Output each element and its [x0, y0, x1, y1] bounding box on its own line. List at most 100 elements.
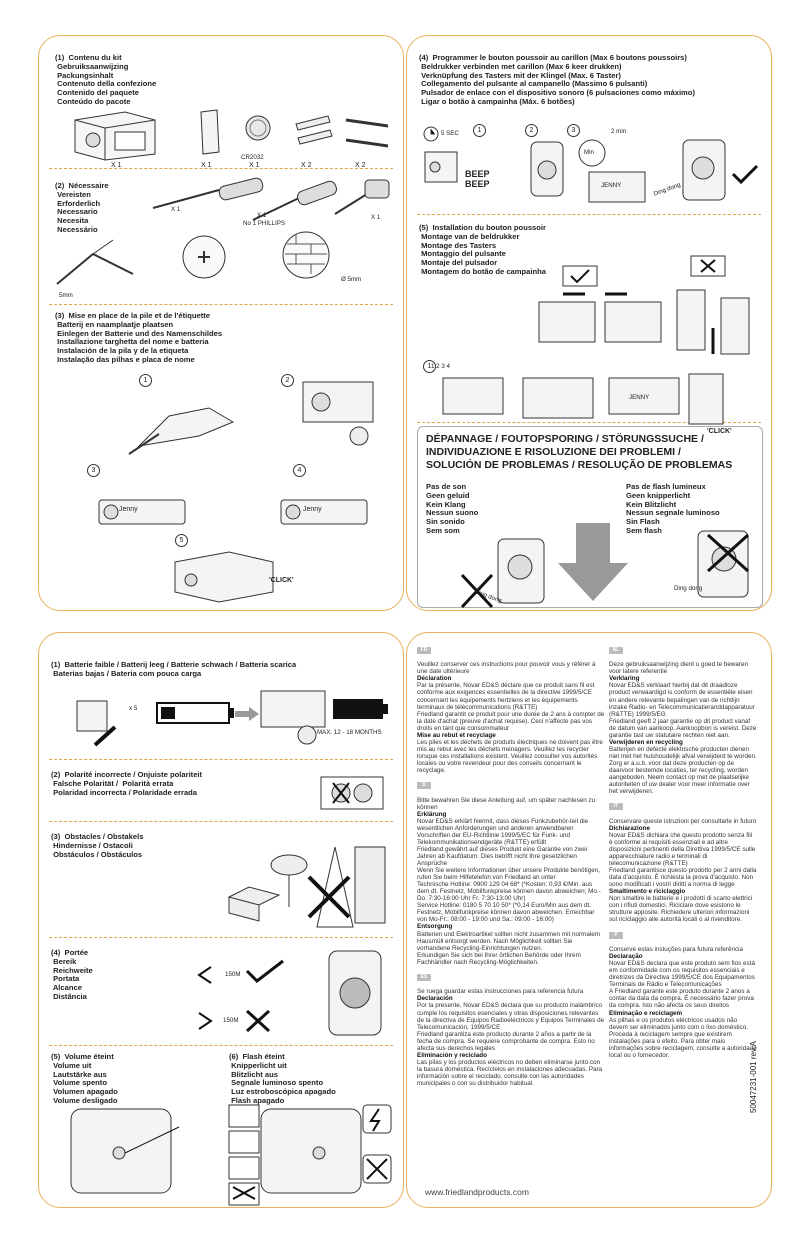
installation-section: (5) Installation du bouton poussoir Mont… — [417, 222, 761, 435]
top-right-page: (4) Programmer le bouton poussoir au car… — [406, 35, 772, 611]
s4-step-1: 1 — [473, 124, 486, 137]
qty-chime: X 1 — [111, 162, 122, 169]
slide-assembly-illustration — [538, 292, 662, 343]
jenny-label-s4: JENNY — [601, 182, 622, 189]
drill-qty: X 1 — [371, 214, 381, 221]
name-label-card-1 — [98, 499, 186, 525]
chime-ringing-illustration — [682, 139, 726, 201]
mounting-steps-illustration — [442, 373, 724, 425]
volume-flash-section: (5) Volume éteint Volume uit Lautstärke … — [49, 1052, 393, 1206]
range-section: (4) Portée Bereik Reichweite Portata Alc… — [49, 945, 393, 1046]
right-arrow-icon — [235, 707, 259, 721]
wrong-orientation-badge — [690, 255, 726, 277]
tools-required-title: (2) Nécessaire Vereisten Erforderlich Ne… — [55, 181, 109, 234]
flat-screwdriver-qty: X 1 — [171, 206, 181, 213]
document-number: 50047231-001 rev.A — [749, 1041, 758, 1113]
two-min-label: 2 min — [611, 128, 627, 135]
flash-chime-back-illustration — [260, 1108, 362, 1194]
step-3-marker: 3 — [87, 464, 100, 477]
name-label-card-2 — [280, 499, 368, 525]
brick-wall-detail — [282, 231, 330, 279]
range-label-1: 150M — [225, 971, 241, 978]
step-1-marker: 1 — [139, 374, 152, 387]
low-battery-section: (1) Batterie faible / Batterij leeg / Ba… — [49, 657, 393, 760]
chime-no-flash-illustration — [697, 530, 750, 598]
kit-contents-title: (1) Contenu du kit Gebruiksaanwijzing Pa… — [55, 53, 157, 106]
range-title: (4) Portée Bereik Reichweite Portata Alc… — [51, 948, 93, 1001]
flag-p: P — [609, 931, 623, 939]
bottom-right-page: FR Veuillez conserver ces instructions p… — [406, 632, 772, 1208]
checkmark-icon — [731, 164, 759, 185]
battery-label-title: (3) Mise en place de la pile et de l'éti… — [55, 311, 223, 364]
battery-level-indicator — [156, 702, 234, 724]
program-section: (4) Programmer le bouton poussoir au car… — [417, 46, 761, 215]
volume-levels-icon — [228, 1104, 260, 1206]
flag-it: IT — [609, 803, 623, 811]
correct-orientation-badge — [562, 265, 598, 287]
press-hand-illustration — [76, 700, 117, 747]
installation-title: (5) Installation du bouton poussoir Mont… — [419, 223, 546, 276]
down-arrow-icon — [558, 523, 628, 601]
step-2-marker: 2 — [281, 374, 294, 387]
closed-button-illustration — [174, 551, 274, 603]
s5-step-marker: 1 — [423, 360, 436, 373]
strip-depth-label: 5mm — [59, 292, 73, 299]
no-flash-list: Pas de flash lumineux Geen knipperlicht … — [626, 482, 720, 535]
wall-plugs-illustration — [295, 115, 333, 145]
click-label-s5: 'CLICK' — [707, 428, 732, 435]
clock-icon — [423, 126, 439, 142]
beep-label-1: BEEP — [465, 169, 490, 179]
range-label-2: 150M — [223, 1017, 239, 1024]
range-ok-check — [245, 959, 284, 983]
chime-range-illustration — [328, 950, 382, 1036]
drill-illustration — [334, 179, 390, 215]
flat-screwdriver-illustration — [152, 177, 264, 209]
top-left-page: (1) Contenu du kit Gebruiksaanwijzing Pa… — [38, 35, 404, 611]
website-link[interactable]: www.friedlandproducts.com — [425, 1187, 529, 1197]
volume-chime-back-illustration — [70, 1108, 180, 1194]
screws-illustration — [345, 118, 389, 148]
polarity-error-illustration — [320, 776, 384, 810]
flash-icon — [362, 1104, 392, 1184]
legal-left-column: FR Veuillez conserver ces instructions p… — [417, 645, 605, 1093]
flag-fr: FR — [417, 647, 431, 654]
legal-d-text: Bitte bewahren Sie diese Anleitung auf, … — [417, 796, 601, 966]
bottom-left-page: (1) Batterie faible / Batterij leeg / Ba… — [38, 632, 404, 1208]
screw-head-detail — [182, 235, 226, 279]
troubleshooting-section: DÉPANNAGE / FOUTOPSPORING / STÖRUNGSSUCH… — [417, 426, 763, 609]
coin-battery-icon — [245, 115, 271, 141]
timer-icon — [578, 139, 606, 167]
press-count-label: x 5 — [129, 705, 138, 712]
ding-dong-s4: Ding dong — [652, 181, 682, 198]
name-label-text-1: Jenny — [119, 506, 138, 513]
legal-fr-text: Veuillez conserver ces instructions pour… — [417, 661, 605, 774]
obstacles-title: (3) Obstacles / Obstakels Hindernisse / … — [51, 832, 144, 859]
battery-life-label: MAX. 12 - 18 MONTHS — [317, 729, 382, 736]
drill-size-label: Ø 5mm — [341, 276, 362, 283]
legal-nl-text: Deze gebruiksaanwijzing dient u goed te … — [609, 661, 757, 796]
flag-nl: NL — [609, 647, 623, 654]
legal-right-column: NL Deze gebruiksaanwijzing dient u goed … — [609, 645, 757, 1065]
open-button-illustration — [128, 407, 235, 455]
volume-off-title: (5) Volume éteint Volume uit Lautstärke … — [51, 1052, 118, 1105]
flash-off-title: (6) Flash éteint Knipperlicht uit Blitzl… — [229, 1052, 336, 1105]
name-label-text-2: Jenny — [303, 506, 322, 513]
range-fail-cross — [245, 1009, 271, 1033]
no-sound-list: Pas de son Geen geluid Kein Klang Nessun… — [426, 482, 479, 535]
chime-no-sound-illustration — [460, 538, 545, 609]
jenny-label-s5: JENNY — [629, 394, 650, 401]
click-label: 'CLICK' — [269, 577, 294, 584]
qty-plugs: X 2 — [301, 162, 312, 169]
doorbell-chime-illustration — [74, 111, 156, 161]
kit-contents-section: (1) Contenu du kit Gebruiksaanwijzing Pa… — [49, 46, 393, 169]
name-label-button — [588, 171, 646, 203]
obstacles-illustration — [227, 846, 386, 928]
battery-label-section: (3) Mise en place de la pile et de l'éti… — [49, 311, 393, 603]
press-button-illustration — [424, 151, 458, 183]
phillips-screwdriver-illustration — [252, 180, 337, 221]
chime-front-illustration — [530, 141, 564, 197]
polarity-title: (2) Polarité incorrecte / Onjuiste polar… — [51, 770, 203, 797]
battery-type-label: CR2032 — [241, 154, 264, 161]
troubleshooting-title: DÉPANNAGE / FOUTOPSPORING / STÖRUNGSSUCH… — [426, 433, 733, 471]
s4-step-3: 3 — [567, 124, 580, 137]
